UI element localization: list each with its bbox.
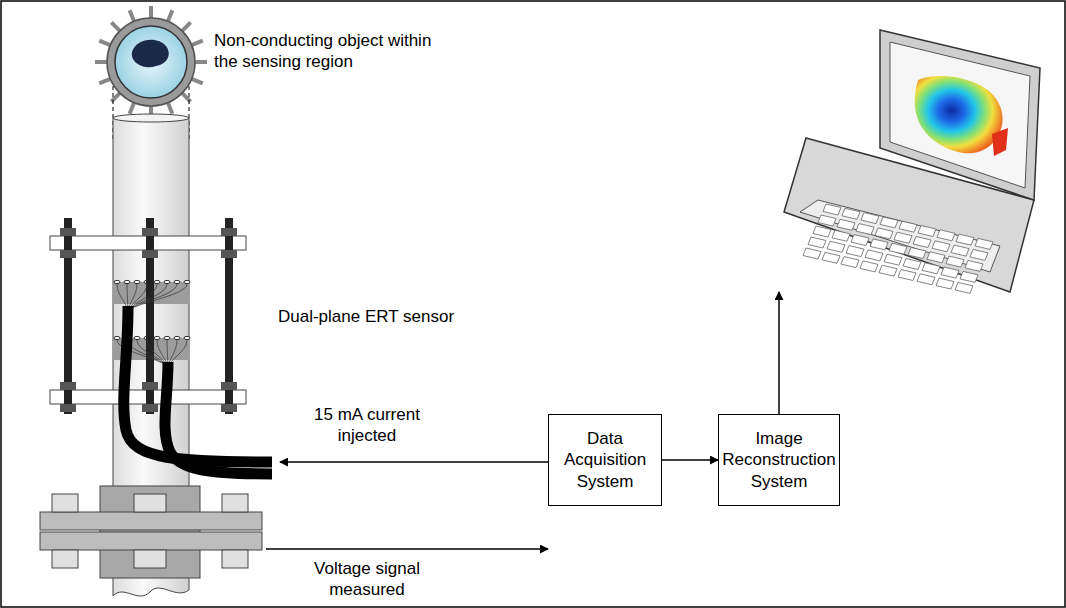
cable: [124, 306, 272, 462]
bolts: [52, 494, 248, 568]
annotation-label: Non-conducting object within the sensing…: [212, 30, 446, 73]
pipe-top: [113, 114, 189, 122]
annotation-label: 15 mA current injected: [300, 404, 434, 447]
laptop: [784, 30, 1040, 293]
pipe-wall: [107, 18, 195, 106]
cable: [165, 362, 272, 474]
box-text: Data Acquisition System: [555, 428, 655, 492]
process-box: Image Reconstruction System: [718, 414, 840, 506]
annotation-label: Dual-plane ERT sensor: [276, 306, 456, 327]
flange: [40, 512, 262, 530]
sensing-region: [115, 26, 187, 98]
annotation-label: Voltage signal measured: [300, 558, 434, 601]
electrode-ring: [95, 6, 207, 118]
process-box: Data Acquisition System: [548, 414, 662, 506]
current-arrow: [280, 461, 548, 463]
display-arrow: [778, 292, 780, 414]
flange: [40, 532, 262, 550]
non-conducting-object: [132, 40, 169, 67]
box-text: Image Reconstruction System: [722, 428, 835, 492]
voltage-arrow: [266, 548, 548, 550]
tie-rods: [60, 218, 237, 414]
flow-arrow: [662, 459, 718, 461]
